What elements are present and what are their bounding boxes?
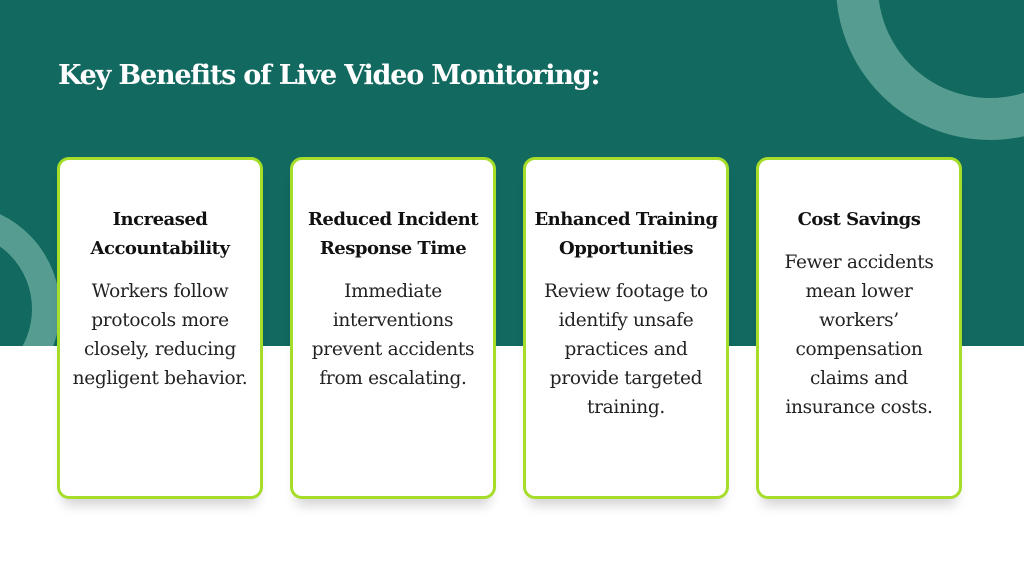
card-title: Cost Savings: [797, 209, 921, 230]
card-text: Immediate interventions prevent accident…: [311, 281, 475, 389]
card-title: Increased Accountability: [90, 209, 230, 259]
benefit-card-cost-savings: Cost Savings Fewer accidents mean lower …: [756, 157, 962, 499]
benefit-card-response-time: Reduced Incident Response Time Immediate…: [290, 157, 496, 499]
benefit-card-accountability: Increased Accountability Workers follow …: [57, 157, 263, 499]
benefit-card-training: Enhanced Training Opportunities Review f…: [523, 157, 729, 499]
card-text: Workers follow protocols more closely, r…: [72, 281, 248, 389]
card-text: Fewer accidents mean lower workers’ comp…: [784, 252, 934, 418]
decorative-ring-left: [0, 204, 60, 346]
slide-title: Key Benefits of Live Video Monitoring:: [58, 60, 600, 91]
card-title: Enhanced Training Opportunities: [534, 209, 718, 259]
decorative-ring-top-right: [836, 0, 1024, 140]
card-title: Reduced Incident Response Time: [307, 209, 479, 259]
card-text: Review footage to identify unsafe practi…: [544, 281, 708, 418]
